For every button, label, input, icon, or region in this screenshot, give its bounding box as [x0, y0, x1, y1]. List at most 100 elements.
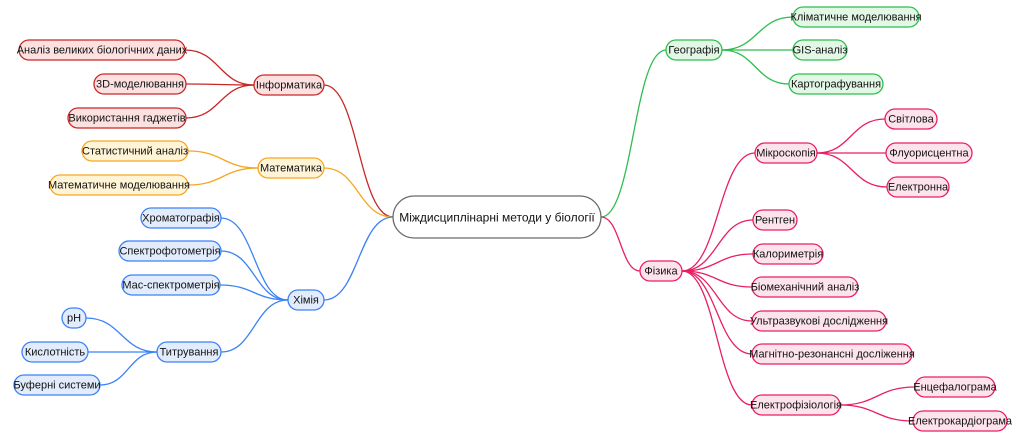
branch-chemistry-node-3-node-1-label: Кислотність [25, 347, 86, 359]
branch-physics-node-5-label: Магнітно-резонансні досліження [749, 349, 915, 361]
branch-chemistry-node-3-node-2-label: Буферні системи [13, 380, 100, 392]
branch-chemistry-node-3: Титрування [156, 341, 222, 363]
branch-physics-node-4: Ультразвукові дослідження [750, 310, 888, 332]
branch-chemistry-node-1-box [118, 240, 222, 262]
branch-geography-label: Географія [668, 45, 719, 57]
branch-physics-link-1 [681, 219, 754, 272]
branch-chemistry-node-3-node-2-box [13, 374, 101, 396]
branch-physics-link-6 [681, 270, 753, 406]
branch-math-node-0: Статистичний аналіз [81, 140, 189, 162]
branch-geography-node-0-label: Кліматичне моделювання [790, 12, 921, 24]
branch-math-box [257, 157, 325, 179]
branch-chemistry-link-2 [219, 284, 289, 301]
root-node-box [392, 195, 602, 239]
root-node-label: Міждисциплінарні методи у біології [399, 211, 595, 225]
branch-math-node-1-box [49, 174, 189, 196]
branch-informatics-node-2-box [67, 107, 187, 129]
branch-informatics-link-0 [184, 49, 255, 86]
branch-math-link-0 [187, 150, 259, 169]
branch-math-link-1 [187, 167, 259, 186]
branch-physics-node-6-node-0-box [914, 376, 996, 398]
branch-chemistry-node-3-link-2 [99, 351, 158, 386]
branch-geography-node-2: Картографування [788, 73, 884, 95]
branch-link-chemistry [323, 216, 394, 301]
branch-physics-node-0-link-0 [816, 118, 886, 154]
branch-chemistry-label: Хімія [293, 295, 319, 307]
branch-physics-node-1-label: Рентген [755, 215, 795, 227]
node-layer: Інформатика Аналіз великих біологічних да… [13, 6, 1013, 432]
branch-physics-node-1: Рентген [752, 209, 798, 231]
branch-physics-node-4-label: Ультразвукові дослідження [750, 316, 888, 328]
branch-informatics-link-1 [185, 83, 255, 86]
branch-physics-link-2 [681, 253, 754, 272]
branch-informatics-node-1-box [93, 73, 187, 95]
branch-physics-node-1-box [752, 209, 798, 231]
branch-informatics-node-0-box [18, 39, 186, 61]
branch-chemistry-node-3-box [156, 341, 222, 363]
branch-chemistry-node-3-link-0 [85, 317, 158, 353]
branch-link-informatics [323, 84, 394, 218]
branch-geography-node-0: Кліматичне моделювання [790, 6, 922, 28]
branch-physics-node-3-box [751, 276, 859, 298]
connector-layer [85, 16, 916, 422]
branch-physics-node-3-label: Біомеханічний аналіз [751, 282, 860, 294]
branch-physics-node-6: Електрофізіологія [750, 394, 842, 416]
branch-chemistry-node-2-label: Мас-спектрометрія [122, 280, 219, 292]
branch-geography-box [665, 39, 723, 61]
branch-physics-node-2: Калориметрія [752, 243, 824, 265]
branch-physics-node-0-node-2: Електронна [886, 176, 950, 198]
branch-link-geography [600, 49, 667, 218]
branch-physics-node-6-node-1-box [912, 410, 1008, 432]
branch-math-node-1: Математичне моделювання [48, 174, 190, 196]
branch-informatics-node-1-label: 3D-моделювання [96, 79, 184, 91]
branch-physics-node-6-node-1-label: Електрокардіограма [908, 416, 1013, 428]
branch-physics-node-3: Біомеханічний аналіз [751, 276, 860, 298]
branch-physics-node-0: Мікроскопія [754, 142, 818, 164]
branch-chemistry-node-3-node-0-label: pH [67, 313, 81, 325]
branch-informatics-link-2 [185, 84, 255, 119]
branch-physics-node-2-box [752, 243, 824, 265]
branch-physics-node-0-node-0-box [884, 108, 938, 130]
root-node: Міждисциплінарні методи у біології [392, 195, 602, 239]
branch-geography-node-2-label: Картографування [791, 79, 881, 91]
branch-physics-link-0 [681, 152, 756, 272]
branch-geography: Географія [665, 39, 723, 61]
branch-chemistry-link-0 [220, 217, 289, 301]
branch-physics-node-2-label: Калориметрія [753, 249, 823, 261]
branch-physics-node-0-node-1: Флуорисцентна [885, 142, 973, 164]
branch-chemistry-node-3-node-1: Кислотність [21, 341, 89, 363]
branch-chemistry-node-0-box [140, 207, 222, 229]
branch-geography-link-2 [721, 49, 790, 85]
branch-geography-node-0-box [792, 6, 920, 28]
branch-math: Математика [257, 157, 325, 179]
branch-physics-node-6-link-1 [839, 404, 914, 422]
branch-chemistry-node-2: Мас-спектрометрія [121, 274, 221, 296]
branch-physics-node-0-label: Мікроскопія [756, 148, 816, 160]
branch-geography-link-0 [721, 16, 794, 51]
branch-chemistry-node-3-node-0: pH [61, 307, 87, 329]
branch-informatics-label: Інформатика [256, 80, 323, 92]
branch-chemistry-node-0-label: Хроматографія [142, 213, 220, 225]
branch-informatics-node-2: Використання гаджетів [67, 107, 187, 129]
branch-physics-node-6-node-0: Енцефалограма [913, 376, 998, 398]
branch-informatics-node-0-label: Аналіз великих біологічних даних [17, 45, 188, 57]
branch-physics-link-5 [681, 270, 753, 355]
branch-math-node-0-box [81, 140, 189, 162]
branch-informatics-box [253, 74, 325, 96]
branch-physics: Фізика [639, 260, 683, 282]
branch-chemistry-node-3-label: Титрування [160, 347, 219, 359]
branch-physics-node-6-node-1: Електрокардіограма [908, 410, 1013, 432]
branch-link-physics [600, 216, 641, 272]
branch-chemistry-node-3-node-0-box [61, 307, 87, 329]
branch-geography-node-2-box [788, 73, 884, 95]
branch-informatics-node-0: Аналіз великих біологічних даних [17, 39, 188, 61]
branch-chemistry-node-0: Хроматографія [140, 207, 222, 229]
branch-informatics-node-2-label: Використання гаджетів [68, 113, 185, 125]
branch-physics-node-6-box [751, 394, 841, 416]
branch-math-label: Математика [260, 163, 323, 175]
branch-physics-link-3 [681, 270, 753, 288]
branch-math-node-0-label: Статистичний аналіз [82, 146, 188, 158]
branch-chemistry-node-3-node-2: Буферні системи [13, 374, 101, 396]
branch-physics-node-0-node-1-box [885, 142, 973, 164]
